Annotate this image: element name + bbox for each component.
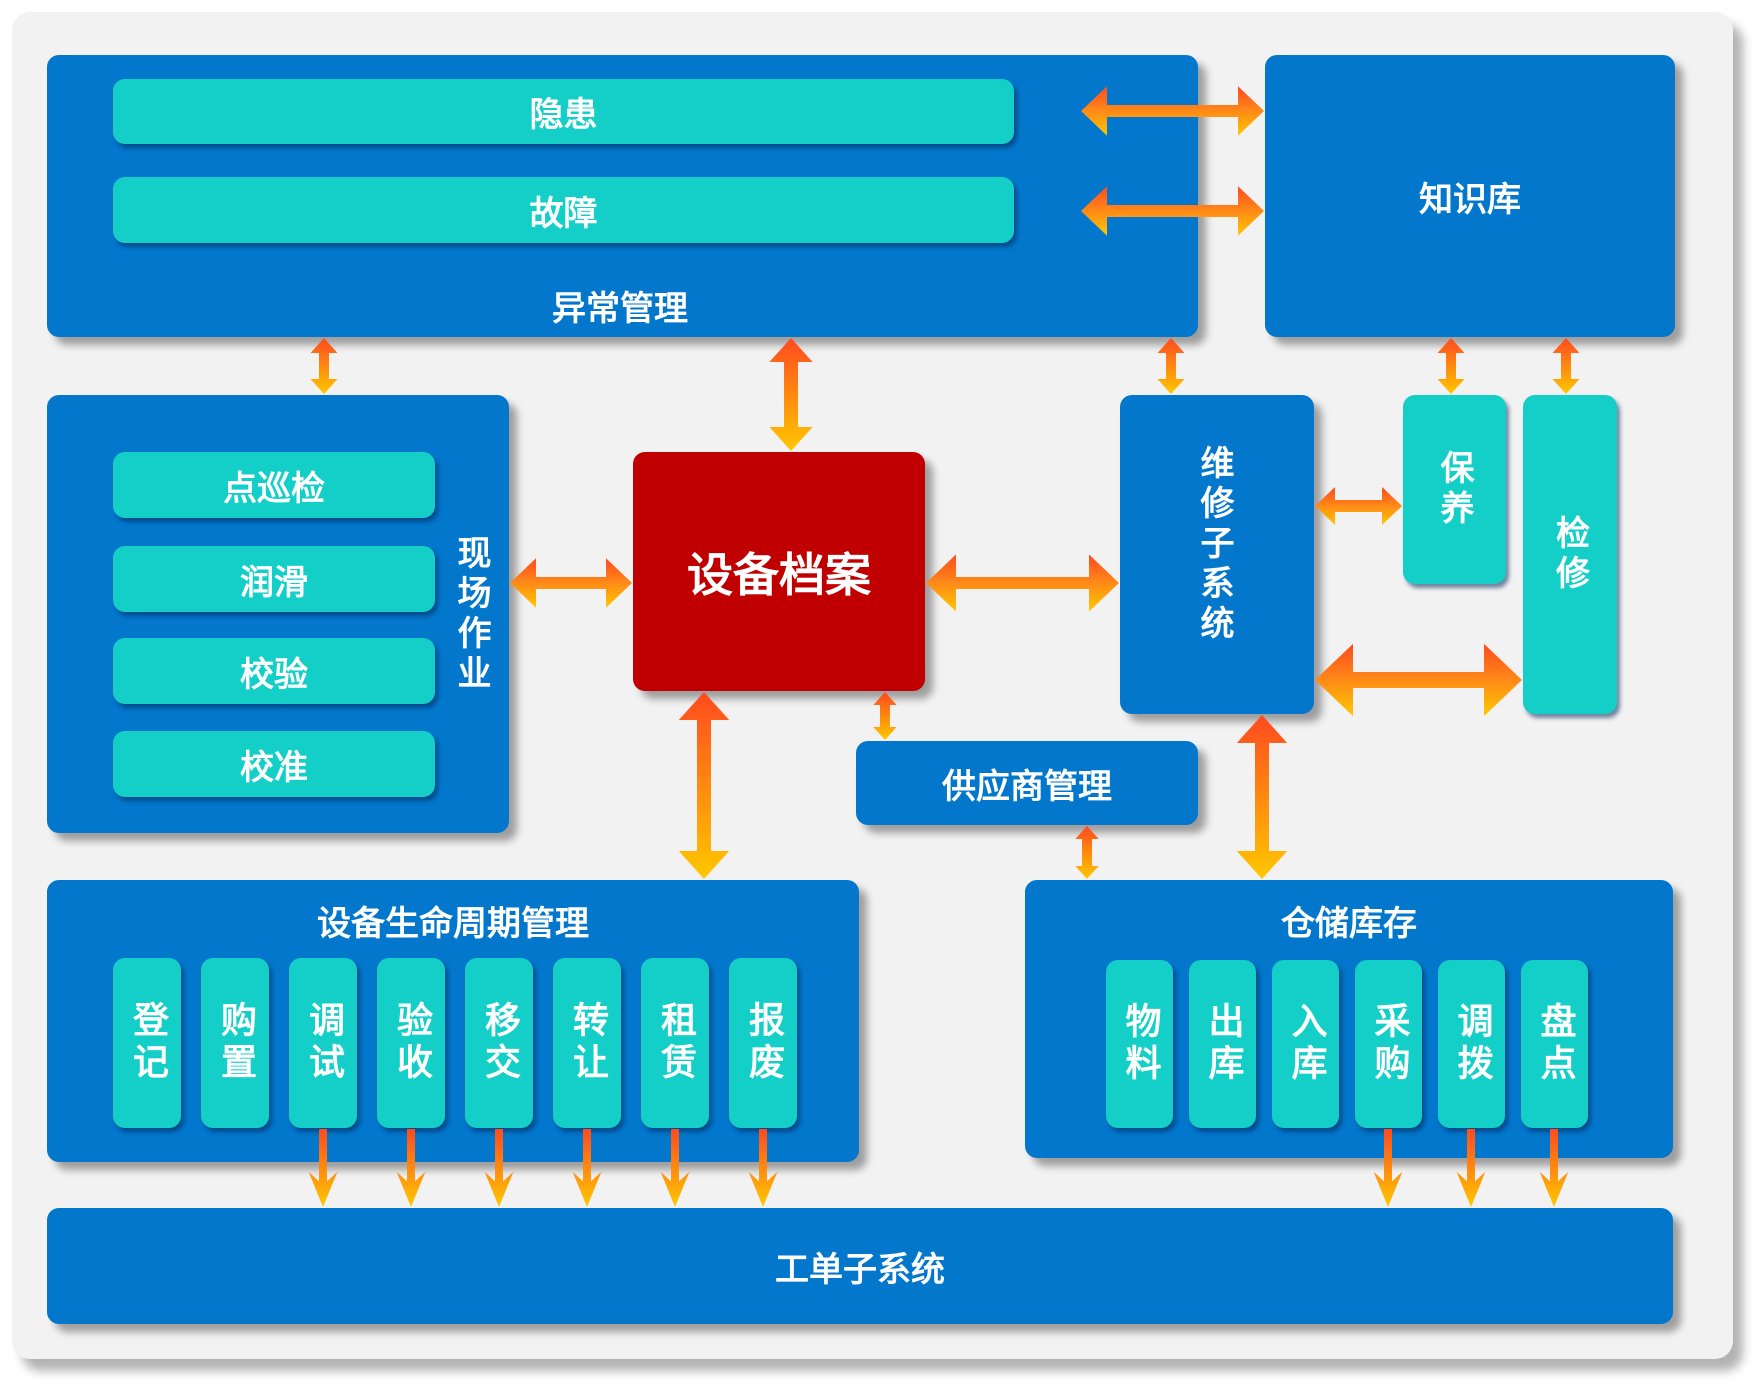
anomaly-management-module[interactable]: 隐患 故障 异常管理 <box>47 55 1198 337</box>
field-operations-module[interactable]: 点巡检 润滑 校验 校准 现场作业 <box>47 395 509 833</box>
lifecycle-item[interactable]: 调试 <box>289 958 357 1128</box>
lifecycle-item-label: 报废 <box>743 1001 784 1085</box>
lifecycle-item-label: 登记 <box>127 1001 168 1085</box>
warehouse-item[interactable]: 调拨 <box>1438 960 1505 1128</box>
maintenance-subsystem-module[interactable]: 维修子系统 <box>1120 395 1314 714</box>
warehouse-item-label: 出库 <box>1202 1002 1244 1086</box>
hidden-danger-item[interactable]: 隐患 <box>113 79 1014 144</box>
lifecycle-item-label: 验收 <box>391 1001 432 1085</box>
field-op-item[interactable]: 润滑 <box>113 546 435 612</box>
verification-label: 校验 <box>240 654 308 695</box>
lifecycle-management-module[interactable]: 设备生命周期管理 登记购置调试验收移交转让租赁报废 <box>47 880 859 1162</box>
warehouse-item-label: 调拨 <box>1451 1002 1493 1086</box>
warehouse-item[interactable]: 采购 <box>1355 960 1422 1128</box>
overhaul-item[interactable]: 检修 <box>1523 395 1617 714</box>
overhaul-label: 检修 <box>1549 514 1590 595</box>
lifecycle-item[interactable]: 登记 <box>113 958 181 1128</box>
lifecycle-item-label: 移交 <box>479 1001 520 1085</box>
warehouse-item-label: 采购 <box>1368 1002 1410 1086</box>
equipment-archive-title: 设备档案 <box>687 547 871 602</box>
knowledge-base-module[interactable]: 知识库 <box>1265 55 1675 337</box>
lifecycle-item[interactable]: 报废 <box>729 958 797 1128</box>
upkeep-item[interactable]: 保养 <box>1403 395 1506 584</box>
lifecycle-item-label: 转让 <box>567 1001 608 1085</box>
inspection-label: 点巡检 <box>223 468 325 509</box>
field-op-item[interactable]: 校验 <box>113 638 435 704</box>
lifecycle-item-label: 租赁 <box>655 1001 696 1085</box>
warehouse-item[interactable]: 入库 <box>1272 960 1339 1128</box>
calibration-label: 校准 <box>240 747 308 788</box>
supplier-management-title: 供应商管理 <box>942 766 1112 807</box>
work-order-subsystem-title: 工单子系统 <box>775 1249 945 1290</box>
field-operations-title: 现场作业 <box>451 535 491 695</box>
warehouse-item-label: 盘点 <box>1534 1002 1576 1086</box>
hidden-danger-label: 隐患 <box>529 95 598 135</box>
field-op-item[interactable]: 校准 <box>113 731 435 797</box>
knowledge-base-title: 知识库 <box>1419 179 1521 220</box>
field-op-item[interactable]: 点巡检 <box>113 452 435 518</box>
lubrication-label: 润滑 <box>240 562 308 603</box>
lifecycle-item[interactable]: 移交 <box>465 958 533 1128</box>
lifecycle-item[interactable]: 租赁 <box>641 958 709 1128</box>
warehouse-item[interactable]: 物料 <box>1106 960 1173 1128</box>
fault-label: 故障 <box>529 193 598 234</box>
lifecycle-item[interactable]: 购置 <box>201 958 269 1128</box>
warehouse-inventory-module[interactable]: 仓储库存 物料出库入库采购调拨盘点 <box>1025 880 1673 1158</box>
warehouse-item[interactable]: 出库 <box>1189 960 1256 1128</box>
lifecycle-item-label: 调试 <box>303 1001 344 1085</box>
lifecycle-management-title: 设备生命周期管理 <box>317 904 589 944</box>
lifecycle-item[interactable]: 验收 <box>377 958 445 1128</box>
equipment-archive-core[interactable]: 设备档案 <box>633 452 925 691</box>
lifecycle-item[interactable]: 转让 <box>553 958 621 1128</box>
maintenance-subsystem-title: 维修子系统 <box>1194 445 1234 645</box>
fault-item[interactable]: 故障 <box>113 177 1014 243</box>
warehouse-item[interactable]: 盘点 <box>1521 960 1588 1128</box>
anomaly-management-title: 异常管理 <box>552 289 688 329</box>
upkeep-label: 保养 <box>1434 449 1474 530</box>
warehouse-item-label: 入库 <box>1285 1002 1327 1086</box>
supplier-management-module[interactable]: 供应商管理 <box>856 741 1198 825</box>
lifecycle-item-label: 购置 <box>215 1001 256 1085</box>
warehouse-inventory-title: 仓储库存 <box>1281 904 1417 944</box>
work-order-subsystem-module[interactable]: 工单子系统 <box>47 1208 1673 1324</box>
warehouse-item-label: 物料 <box>1119 1002 1161 1086</box>
